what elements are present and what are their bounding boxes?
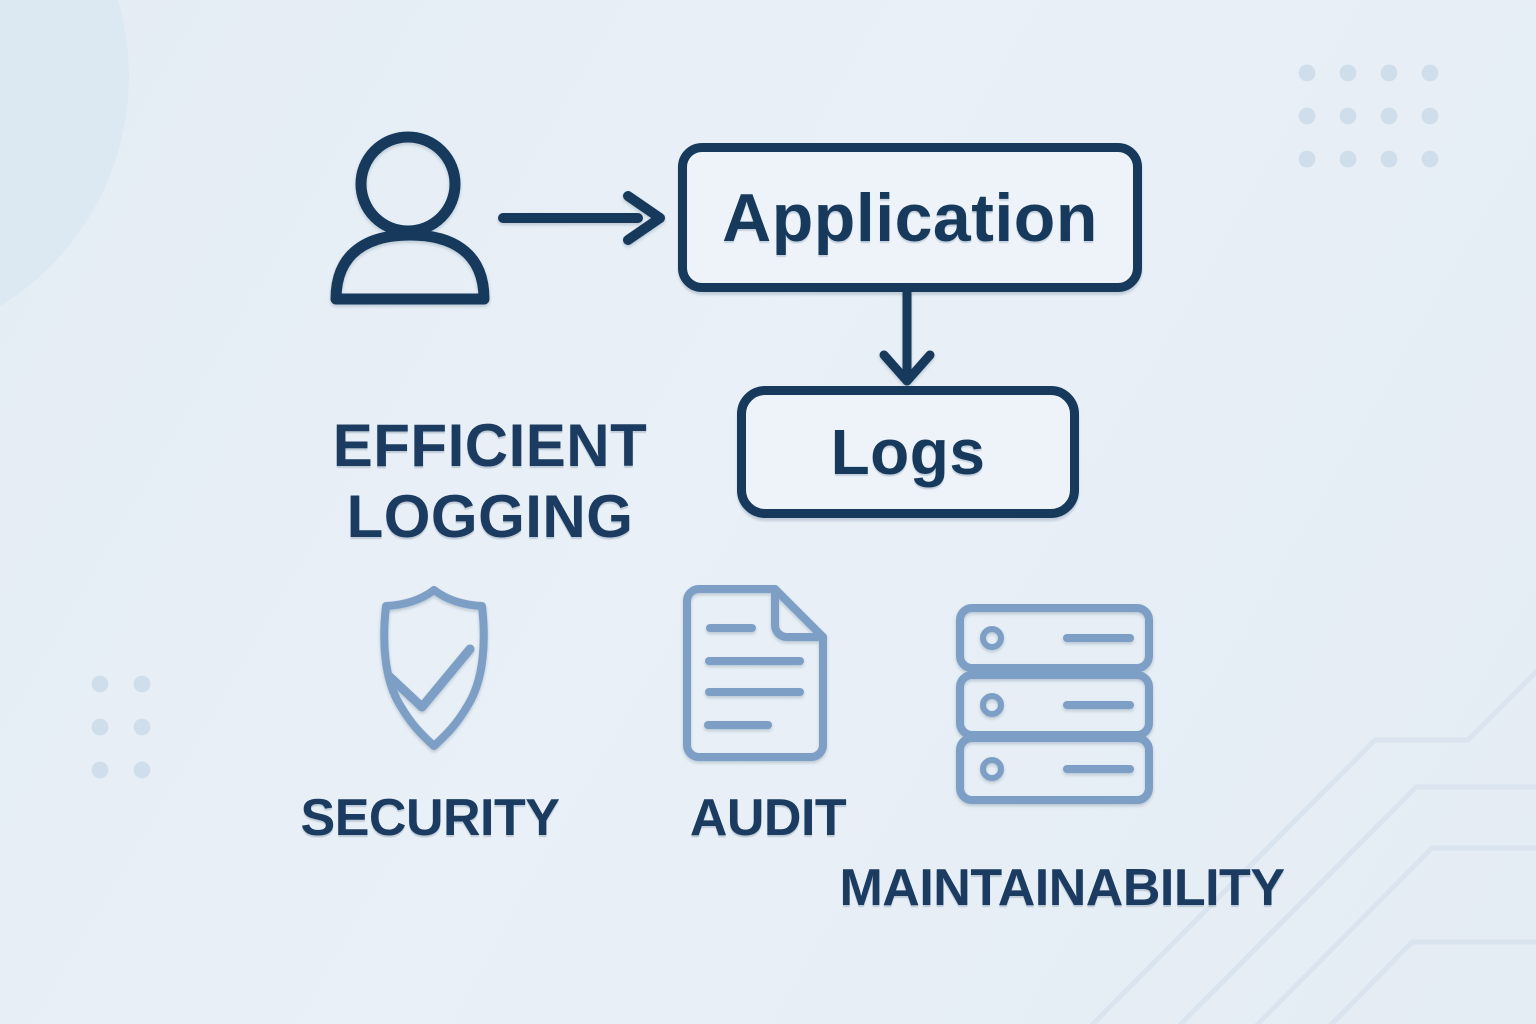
logs-node: Logs — [737, 386, 1079, 518]
person-icon — [330, 131, 490, 305]
application-node: Application — [678, 143, 1142, 292]
background-circle-decoration — [0, 0, 129, 346]
dot-grid-top-right-decoration — [1287, 52, 1451, 181]
page-title: EFFICIENT LOGGING — [295, 410, 685, 552]
feature-label-audit: AUDIT — [689, 789, 847, 847]
dot-grid-bottom-left-decoration — [80, 663, 164, 792]
logs-node-label: Logs — [830, 416, 986, 488]
page-title-line2: LOGGING — [346, 483, 634, 550]
document-icon — [683, 585, 827, 761]
feature-label-security: SECURITY — [300, 789, 560, 847]
server-stack-icon — [956, 604, 1153, 804]
arrow-right-icon — [498, 191, 665, 245]
application-node-label: Application — [722, 179, 1098, 256]
shield-check-icon — [380, 586, 488, 750]
feature-label-maintainability: MAINTAINABILITY — [839, 859, 1285, 917]
arrow-down-icon — [879, 288, 935, 386]
page-title-line1: EFFICIENT — [332, 412, 648, 479]
